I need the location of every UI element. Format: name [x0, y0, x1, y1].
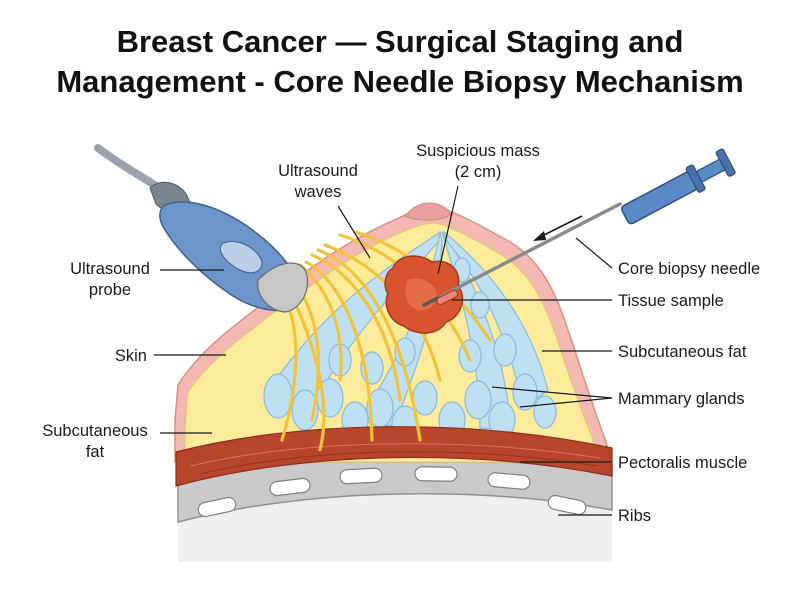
label-core-biopsy-needle: Core biopsy needle — [618, 260, 760, 278]
title-line-1: Breast Cancer — Surgical Staging and — [116, 24, 684, 59]
label-subcutaneous-fat-right: Subcutaneous fat — [618, 343, 747, 361]
label-ultrasound-waves-2: waves — [294, 183, 342, 201]
lobule — [533, 395, 557, 429]
needle-tip — [422, 296, 440, 307]
ultrasound-probe — [94, 144, 309, 313]
rib — [414, 466, 458, 482]
label-ultrasound-probe-1: Ultrasound — [70, 260, 150, 278]
diagram-title: Breast Cancer — Surgical Staging and Man… — [0, 22, 800, 102]
label-ribs: Ribs — [618, 507, 651, 525]
label-subcutaneous-fat-left-2: fat — [86, 443, 105, 461]
plunger-cap — [715, 148, 736, 177]
pectoralis-muscle — [175, 426, 613, 487]
rib — [269, 477, 311, 497]
title-line-2: Management - Core Needle Biopsy Mechanis… — [56, 64, 744, 99]
insertion-arrow — [537, 215, 583, 239]
probe-head — [257, 262, 309, 313]
core-biopsy-needle — [422, 148, 736, 307]
lobule — [470, 291, 490, 319]
rib — [197, 496, 237, 518]
leader-glands-1 — [491, 386, 613, 399]
label-mammary-glands: Mammary glands — [618, 390, 745, 408]
leader-lines — [154, 185, 613, 516]
probe-button — [220, 240, 263, 274]
label-pectoralis-muscle: Pectoralis muscle — [618, 454, 747, 472]
leader-mass — [437, 185, 459, 275]
label-suspicious-mass-2: (2 cm) — [455, 163, 502, 181]
chest-wall — [177, 439, 613, 562]
leader-needle — [575, 237, 613, 269]
tissue-sample-core — [436, 289, 459, 306]
label-subcutaneous-fat-left-1: Subcutaneous — [42, 422, 148, 440]
insertion-arrowhead — [533, 231, 546, 241]
rib — [547, 494, 587, 516]
lobule — [464, 380, 492, 420]
lobule — [512, 373, 538, 411]
nipple — [404, 202, 453, 221]
labels: Ultrasound probe Ultrasound waves Suspic… — [42, 142, 760, 525]
rib — [339, 467, 383, 485]
lobule — [493, 333, 517, 367]
leader-glands-2 — [519, 397, 613, 408]
leader-waves — [337, 205, 371, 259]
label-tissue-sample: Tissue sample — [618, 292, 724, 310]
lobule — [412, 380, 438, 416]
syringe-barrel — [620, 171, 698, 225]
label-ultrasound-probe-2: probe — [89, 281, 131, 299]
label-ultrasound-waves-1: Ultrasound — [278, 162, 358, 180]
label-skin: Skin — [115, 347, 147, 365]
label-suspicious-mass-1: Suspicious mass — [416, 142, 540, 160]
rib — [487, 472, 531, 490]
